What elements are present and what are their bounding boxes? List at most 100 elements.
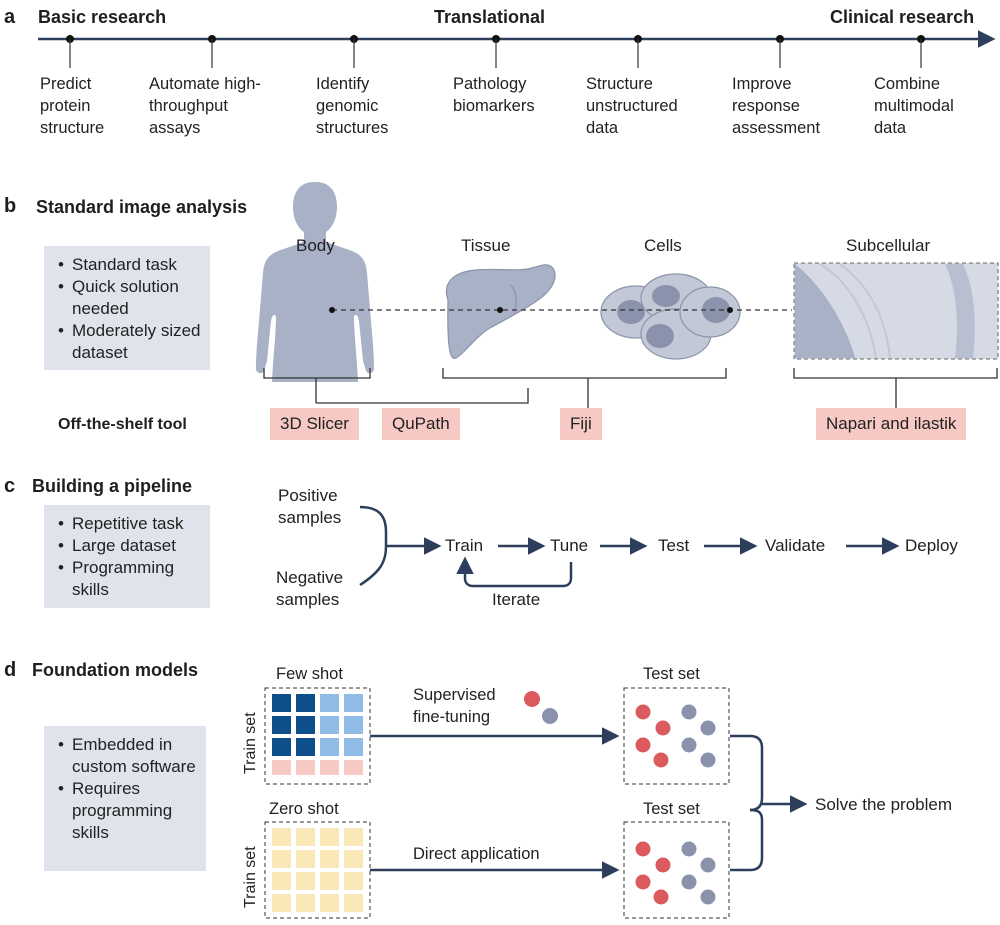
test-sample-dot (700, 720, 716, 736)
timeline-item-line: Identify (316, 75, 370, 93)
timeline-item-line: Improve (732, 75, 792, 93)
test-sample-dot (653, 752, 669, 768)
test-sample-dot (655, 857, 671, 873)
test-sample-dot (655, 720, 671, 736)
timeline-item-line: Combine (874, 75, 941, 93)
direct-application-label: Direct application (413, 845, 540, 863)
train-cell (344, 716, 363, 734)
train-cell (296, 872, 315, 890)
train-cell (320, 894, 339, 912)
foundation-graphics (264, 687, 808, 919)
test-set-label-bottom: Test set (643, 800, 700, 818)
train-cell (320, 828, 339, 846)
timeline-item: Pathology biomarkers (453, 73, 535, 117)
train-cell (344, 738, 363, 756)
subcellular-view (793, 262, 999, 360)
timeline-item-line: throughput (149, 97, 228, 115)
panel-d-criteria-box: Embedded in custom software Requires pro… (44, 726, 206, 871)
timeline-item-line: Automate high- (149, 75, 261, 93)
timeline-item-line: assessment (732, 119, 821, 137)
tool-qupath: QuPath (382, 408, 460, 440)
train-cell (296, 694, 315, 712)
timeline-item-line: Pathology (453, 75, 527, 93)
test-sample-dot (700, 889, 716, 905)
step-deploy: Deploy (905, 536, 958, 555)
iterate-label: Iterate (492, 590, 541, 609)
timeline-mid-label: Translational (434, 7, 546, 27)
train-set-label-bottom: Train set (242, 846, 259, 908)
panel-c-bullets: Repetitive task Large dataset Programmin… (44, 505, 208, 601)
supervised-finetuning-label: Supervised fine-tuning (413, 686, 496, 726)
train-cell (344, 850, 363, 868)
panel-d-title: Foundation models (32, 660, 198, 680)
panel-b-title: Standard image analysis (36, 197, 248, 217)
bullet-item: Programming skills (58, 557, 208, 601)
timeline-item-line: assays (149, 119, 201, 137)
scale-body-label: Body (296, 236, 335, 255)
panel-c-criteria-box: Repetitive task Large dataset Programmin… (44, 505, 210, 608)
test-sample-dot (653, 889, 669, 905)
train-cell (296, 760, 315, 775)
bullet-item: Large dataset (58, 535, 208, 557)
step-validate: Validate (765, 536, 826, 555)
zero-shot-label: Zero shot (269, 800, 339, 818)
bullet-item: Quick solution needed (58, 276, 208, 320)
timeline-item: Improve response assessment (732, 73, 820, 139)
timeline-item-line: biomarkers (453, 97, 535, 115)
train-cell (320, 694, 339, 712)
train-cell (320, 716, 339, 734)
train-set-label-top: Train set (242, 712, 259, 774)
bullet-item: Moderately sized dataset (58, 320, 208, 364)
panel-b-criteria-box: Standard task Quick solution needed Mode… (44, 246, 210, 370)
test-sample-dot (681, 874, 697, 890)
cell-cluster (600, 273, 741, 360)
anatomy-scales (256, 182, 999, 408)
train-cell (344, 760, 363, 775)
panel-a-letter: a (4, 6, 16, 28)
train-cell (272, 828, 291, 846)
timeline-item-line: data (586, 119, 619, 137)
panel-b-letter: b (4, 195, 17, 217)
bullet-item: Repetitive task (58, 513, 208, 535)
panel-b-bullets: Standard task Quick solution needed Mode… (44, 246, 208, 364)
train-cell (296, 828, 315, 846)
panel-d-letter: d (4, 659, 17, 681)
train-cell (320, 850, 339, 868)
train-cell (344, 894, 363, 912)
scale-tissue-label: Tissue (461, 236, 511, 255)
timeline-item-line: response (732, 97, 800, 115)
timeline-item-line: protein (40, 97, 91, 115)
train-cell (320, 872, 339, 890)
train-cell (296, 850, 315, 868)
bullet-item: Standard task (58, 254, 208, 276)
test-sample-dot (635, 704, 651, 720)
panel-d-bullets: Embedded in custom software Requires pro… (44, 726, 198, 844)
train-cell (272, 760, 291, 775)
train-cell (296, 738, 315, 756)
timeline-item-line: genomic (316, 97, 379, 115)
few-shot-label: Few shot (276, 665, 343, 683)
tool-fiji: Fiji (560, 408, 602, 440)
train-cell (320, 760, 339, 775)
timeline-item: Automate high-throughput assays (149, 73, 261, 139)
bullet-item: Embedded in custom software (58, 734, 198, 778)
negative-samples-label: Negative samples (276, 568, 344, 609)
research-timeline (38, 30, 996, 68)
test-sample-dot (681, 841, 697, 857)
train-cell (344, 694, 363, 712)
test-sample-dot (635, 874, 651, 890)
timeline-item-line: Predict (40, 75, 92, 93)
test-sample-dot (681, 704, 697, 720)
panel-c-title: Building a pipeline (32, 476, 193, 496)
scale-subcellular-label: Subcellular (846, 236, 931, 255)
timeline-end-label: Clinical research (830, 7, 975, 27)
test-set-label-top: Test set (643, 665, 700, 683)
timeline-item-line: data (874, 119, 907, 137)
tool-3d-slicer: 3D Slicer (270, 408, 359, 440)
step-tune: Tune (550, 536, 589, 555)
pipeline-flow (359, 505, 900, 588)
train-cell (272, 872, 291, 890)
